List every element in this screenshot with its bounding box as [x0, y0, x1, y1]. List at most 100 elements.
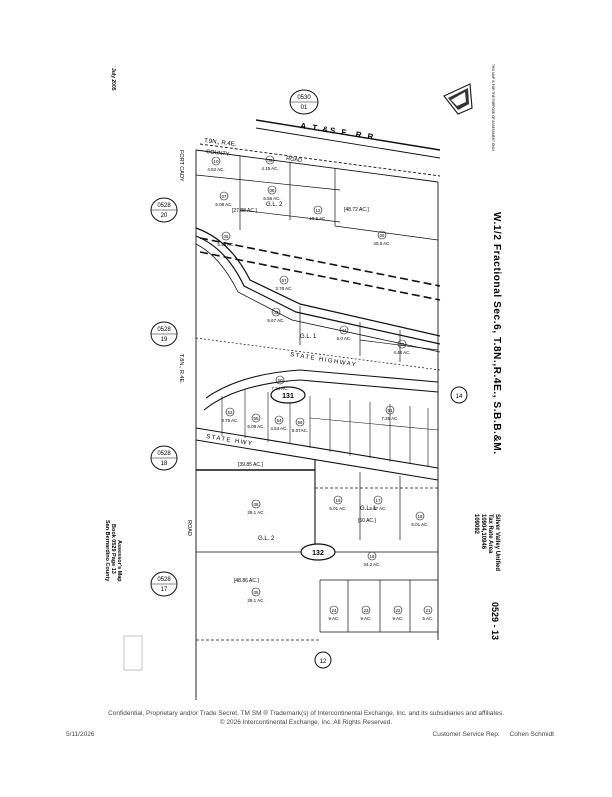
ref-left-3-page: 18 — [161, 461, 168, 467]
parcel-area: 5.48 AC. — [217, 242, 234, 247]
parcel-area: 4.48 AC. — [393, 350, 410, 355]
parcel-number: 17 — [375, 498, 381, 503]
road-label-bottom: ROAD — [186, 520, 192, 536]
acreage-bracket: [39.85 AC.] — [238, 462, 263, 468]
district-line-3: 10904,10946 — [480, 514, 486, 550]
parcel-area: 6.56 AC. — [263, 196, 280, 201]
parcel[interactable]: 17 5.07 AC. — [369, 495, 387, 511]
road-label-top: ROAD — [286, 156, 303, 164]
parcel-area: 34.2 AC. — [363, 562, 380, 567]
parcel-number: 08 — [253, 502, 259, 507]
parcel[interactable]: 23 5 AC. — [360, 605, 372, 621]
parcel-number: 24 — [331, 608, 337, 613]
parcel[interactable]: 05 5.48 AC. — [217, 231, 235, 247]
parcel-area: 4.52 AC. — [207, 167, 224, 172]
lot-label: G.L. 1 — [360, 506, 377, 512]
parcel-number: 57 — [281, 278, 287, 283]
parcel[interactable]: 24 5 AC. — [328, 605, 340, 621]
township-left-label: T.8N., R.4E. — [178, 354, 184, 384]
parcel[interactable]: 05 29.1 AC. — [247, 587, 265, 603]
parcel[interactable]: 57 3.78 AC. — [275, 275, 293, 291]
road-county-label: COUNTY — [206, 149, 230, 158]
parcel[interactable]: 55 5.09 AC. — [247, 413, 265, 429]
footer-copyright: © 2026 Intercontinental Exchange, Inc. A… — [219, 719, 393, 726]
parcel[interactable]: 09 4.15 AC. — [261, 155, 279, 171]
parcel[interactable]: 54 4.54 AC. — [270, 415, 288, 431]
parcel-area: 5 AC. — [360, 616, 371, 621]
parcel[interactable]: 18 5.01 AC. — [411, 511, 429, 527]
parcel-number: 56 — [297, 420, 303, 425]
parcel[interactable]: 44 6.0 AC. — [337, 325, 352, 341]
parcel-number: 07 — [221, 194, 227, 199]
assessor-line-3: San Bernardino County — [104, 520, 110, 582]
parcel-number: 05 — [253, 590, 259, 595]
ref-right-bubble[interactable]: 14 — [450, 386, 468, 404]
parcel[interactable]: 03 5.67 AC. — [267, 307, 285, 323]
parcel[interactable]: 07 5.08 AC. — [215, 191, 233, 207]
parcel-number: 45 — [399, 342, 405, 347]
parcel-number: 12 — [315, 208, 321, 213]
road-ft-cady-label: FORT CADY — [178, 150, 184, 182]
footer-confidential: Confidential, Proprietary and/or Trade S… — [108, 710, 504, 717]
date-stamp: July 2005 — [110, 68, 116, 91]
parcel-number: 16 — [335, 498, 341, 503]
ref-bottom-bubble[interactable]: 12 — [314, 651, 332, 669]
map-title: W.1/2 Fractional Sec.6, T.8N.,R.4E., S.B… — [491, 212, 502, 455]
parcel[interactable]: 19 34.2 AC. — [363, 551, 381, 567]
assessor-line-2: Book 0529 Page 13 — [110, 524, 116, 574]
ref-left-1-bubble[interactable]: 0528 20 — [150, 197, 178, 223]
parcel-number: 19 — [369, 554, 375, 559]
parcel[interactable]: 08 29.1 AC. — [247, 499, 265, 515]
acreage-bracket: [60 AC.] — [358, 518, 376, 524]
ref-top-bubble[interactable]: 0530 01 — [289, 89, 319, 115]
ref-right-label: 14 — [456, 394, 463, 400]
parcel-area: 5.09 AC. — [247, 424, 264, 429]
parcel-area: 40.5 AC. — [373, 241, 390, 246]
parcel-area: 7.28 AC. — [381, 416, 398, 421]
parcel-number: 03 — [273, 310, 279, 315]
parcel-number: 23 — [363, 608, 369, 613]
parcel[interactable]: 22 5 AC. — [392, 605, 404, 621]
ref-left-4-bubble[interactable]: 0528 17 — [150, 571, 178, 597]
parcel[interactable]: 10 4.52 AC. — [207, 156, 225, 172]
parcel[interactable]: 51 7.28 AC. — [381, 405, 399, 421]
footer-date: 5/11/2026 — [66, 731, 95, 738]
township-top-label: T.9N., R.4E. — [204, 138, 237, 148]
parcel-number: 05 — [223, 234, 229, 239]
parcel[interactable]: 08 6.56 AC. — [263, 185, 281, 201]
block-132-label: 132 — [312, 550, 324, 557]
parcel-area: 5.67 AC. — [267, 318, 284, 323]
ref-bottom-label: 12 — [320, 659, 327, 665]
block-131-oval[interactable]: 131 — [270, 386, 306, 404]
parcel[interactable]: 12 10.5 AC. — [309, 205, 327, 221]
parcel[interactable]: 21 5 AC. — [422, 605, 434, 621]
parcel-area: 5.07AC. — [292, 428, 308, 433]
parcel-area: 4.76 AC. — [221, 418, 238, 423]
parcel[interactable]: 50 7.24 AC. — [271, 375, 289, 391]
parcel-area: 5 AC. — [422, 616, 433, 621]
ref-left-3-bubble[interactable]: 0528 18 — [150, 445, 178, 471]
stamp-box — [123, 635, 143, 671]
parcel[interactable]: 56 5.07AC. — [292, 417, 308, 433]
ref-left-2-bubble[interactable]: 0528 19 — [150, 321, 178, 347]
page-number: 0529 - 13 — [490, 602, 500, 640]
ref-left-4-book: 0528 — [157, 577, 171, 583]
parcel[interactable]: 06 40.5 AC. — [373, 230, 391, 246]
parcel[interactable]: 53 4.76 AC. — [221, 407, 239, 423]
block-132-oval[interactable]: 132 — [300, 543, 336, 561]
parcel[interactable]: 16 5.01 AC. — [329, 495, 347, 511]
parcel-number: 50 — [277, 378, 283, 383]
parcel-area: 5 AC. — [392, 616, 403, 621]
parcel-number: 08 — [269, 188, 275, 193]
parcel-area: 5.01 AC. — [329, 506, 346, 511]
railroad-label: A.T.&S.F. R.R. — [300, 121, 380, 142]
ref-left-3-book: 0528 — [157, 451, 171, 457]
ref-left-4-page: 17 — [161, 587, 168, 593]
parcel-number: 18 — [417, 514, 423, 519]
parcel[interactable]: 45 4.48 AC. — [393, 339, 411, 355]
parcel-number: 44 — [341, 328, 347, 333]
parcel-number: 22 — [395, 608, 401, 613]
parcel-area: 5 AC. — [328, 616, 339, 621]
parcel-number: 09 — [267, 158, 273, 163]
